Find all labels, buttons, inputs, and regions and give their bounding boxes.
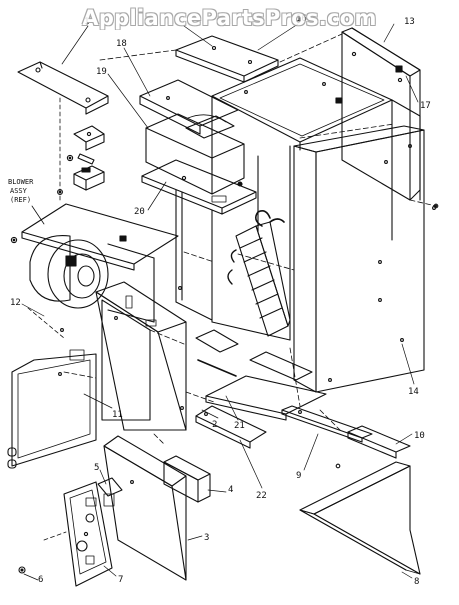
callout-9: 9 [296,471,301,481]
part-small-bracket-upper [73,125,105,151]
callout-1: 1 [84,17,89,27]
callout-4: 4 [228,485,233,495]
annotation-blower-line3: (REF) [10,196,31,204]
callout-leaders [21,23,419,581]
annotation-blower-line2: ASSY [10,187,28,195]
callout-21: 21 [234,421,245,431]
part-relay-block [57,165,105,195]
callout-3: 3 [204,533,209,543]
blower-leader [31,205,45,225]
part-inner-shelf [139,79,239,135]
callout-16: 16 [296,14,307,24]
callout-17: 17 [420,101,431,111]
part-front-panel [95,281,187,431]
callout-19: 19 [96,67,107,77]
part-top-cover [175,35,279,83]
part-main-cabinet [211,57,393,241]
part-filter [163,455,211,503]
part-door-panel [7,328,97,469]
part-right-side-panel [293,125,436,393]
callout-20: 20 [134,207,145,217]
callout-13: 13 [404,17,415,27]
callout-7: 7 [118,575,123,585]
callout-2: 2 [212,420,217,430]
part-side-panel-upper [391,99,439,209]
part-cabinet-frame [175,145,291,341]
callout-6: 6 [38,575,43,585]
assembly-guide-lines [63,33,437,445]
part-top-bracket [17,61,109,115]
part-rail-bar [281,405,373,443]
part-control-board [141,159,257,215]
part-lower-door [18,481,113,587]
callout-18: 18 [116,39,127,49]
part-control-box [145,113,245,195]
callout-labels: 1 16 13 18 19 17 20 12 14 11 2 21 22 10 … [8,14,431,587]
part-evaporator-coil [227,210,291,337]
leader-dash [43,531,67,541]
annotation-blower-line1: BLOWER [8,178,34,186]
callout-22: 22 [256,491,267,501]
callout-12: 12 [10,298,21,308]
leader-dash [27,307,65,339]
part-back-panel [341,27,421,201]
callout-5: 5 [94,463,99,473]
part-capacitor-clip [66,153,95,165]
callout-10: 10 [414,431,425,441]
callout-14: 14 [408,387,419,397]
part-lower-front-panel [103,435,187,581]
callout-11: 11 [112,410,123,420]
part-access-cover [97,477,123,507]
part-base-rail [195,329,327,421]
part-bottom-panel [299,461,421,575]
part-blower-assembly [10,203,179,323]
part-small-rail [335,425,411,469]
callout-8: 8 [414,577,419,587]
part-base-bracket [195,405,267,449]
